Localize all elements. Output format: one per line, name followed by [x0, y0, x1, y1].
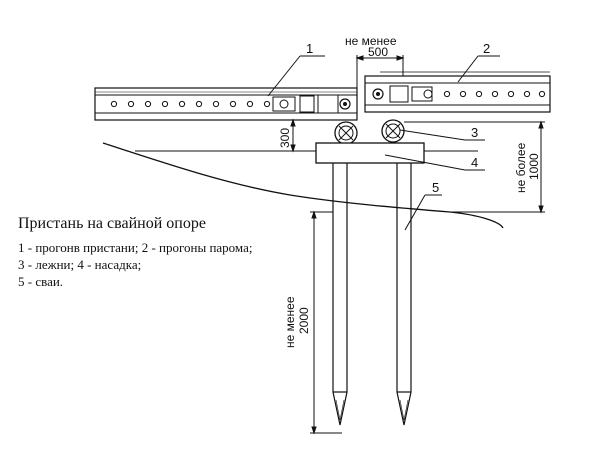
caption-line: 1 - прогонв пристани; 2 - прогоны парома…: [18, 240, 253, 255]
dim-left-2000: [310, 210, 342, 435]
piles: [332, 163, 412, 426]
callout-5: 5: [432, 180, 439, 195]
callout-1: 1: [306, 41, 313, 56]
caption-line: 5 - сваи.: [18, 274, 64, 289]
dim-top-value: 500: [368, 45, 388, 59]
sleeper-rollers: [334, 119, 405, 145]
ground-line: [102, 142, 504, 229]
pier-girder: [94, 87, 358, 121]
dim-right-value: 1000: [527, 153, 541, 180]
dim-top-gap: [355, 55, 405, 88]
dim-left-prefix: не менее: [283, 296, 297, 348]
caption-title: Пристань на свайной опоре: [18, 215, 206, 232]
callout-4: 4: [471, 155, 478, 170]
dim-right-prefix: не более: [514, 142, 528, 193]
drawing-caption: Пристань на свайной опоре 1 - прогонв пр…: [18, 215, 252, 290]
dim-left-value: 2000: [297, 307, 311, 334]
pile-cap: [315, 142, 425, 164]
dim-right-1000: [404, 120, 545, 214]
dim-height-300: [288, 118, 340, 153]
ferry-girder: [364, 71, 551, 113]
caption-line: 3 - лежни; 4 - насадка;: [18, 257, 142, 272]
callout-leaders: [267, 55, 500, 231]
callout-3: 3: [471, 125, 478, 140]
dim-mid-value: 300: [278, 128, 292, 148]
callout-2: 2: [483, 41, 490, 56]
dim-top-prefix: не менее: [345, 34, 397, 48]
